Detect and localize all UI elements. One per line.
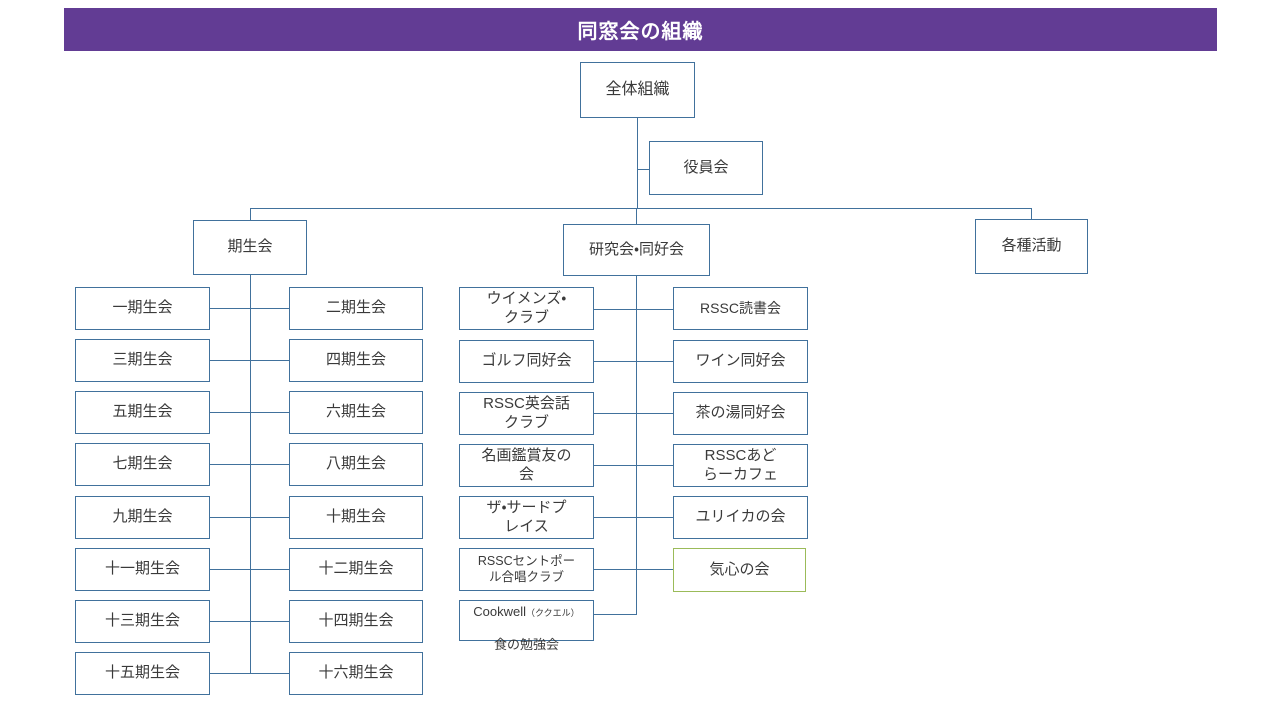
org-node-ki-3: 三期生会: [75, 339, 210, 382]
org-node-ki-8: 八期生会: [289, 443, 423, 486]
org-node-ki-10: 十期生会: [289, 496, 423, 539]
org-node-choir: RSSCセントポー ル合唱クラブ: [459, 548, 594, 591]
org-node-kishin: 気心の会: [673, 548, 806, 592]
connector-kenkyukai-row5: [594, 517, 673, 518]
org-node-cookwell: Cookwell（ククエル） 食の勉強会: [459, 600, 594, 652]
org-node-ki-14: 十四期生会: [289, 600, 423, 643]
org-node-kiseikai: 期生会: [193, 220, 307, 275]
connector-drop-kiseikai: [250, 208, 251, 220]
org-node-board: 役員会: [649, 141, 763, 195]
connector-kiseikai-row6: [210, 569, 289, 570]
connector-kenkyukai-row2: [594, 361, 673, 362]
connector-kiseikai-trunk: [250, 275, 251, 674]
connector-kenkyukai-row6: [594, 569, 673, 570]
org-node-ki-13: 十三期生会: [75, 600, 210, 643]
connector-kiseikai-row8: [210, 673, 289, 674]
org-node-third-place: ザ・サードプ レイス: [459, 496, 594, 539]
connector-kiseikai-row4: [210, 464, 289, 465]
org-node-overall: 全体組織: [580, 62, 695, 118]
connector-board-stub: [637, 169, 649, 170]
connector-kenkyukai-row3: [594, 413, 673, 414]
slide-title-bar: 同窓会の組織: [64, 8, 1217, 51]
org-node-ki-1: 一期生会: [75, 287, 210, 330]
connector-kiseikai-row5: [210, 517, 289, 518]
connector-drop-katsudo: [1031, 208, 1032, 219]
org-node-ki-16: 十六期生会: [289, 652, 423, 695]
org-node-ki-6: 六期生会: [289, 391, 423, 434]
connector-kiseikai-row3: [210, 412, 289, 413]
org-node-katsudo: 各種活動: [975, 219, 1088, 274]
connector-kiseikai-row1: [210, 308, 289, 309]
connector-drop-kenkyukai: [636, 208, 637, 224]
connector-main-horizontal: [250, 208, 1032, 209]
cookwell-name: Cookwell: [473, 604, 527, 620]
cookwell-line2: 食の勉強会: [493, 636, 559, 652]
org-node-ki-5: 五期生会: [75, 391, 210, 434]
connector-cookwell: [594, 614, 637, 615]
org-node-eureka: ユリイカの会: [673, 496, 808, 539]
connector-kenkyukai-trunk: [636, 276, 637, 615]
connector-root-vertical: [637, 118, 638, 208]
org-node-ki-4: 四期生会: [289, 339, 423, 382]
org-node-eikaiwa: RSSC英会話 クラブ: [459, 392, 594, 435]
org-node-adler: RSSCあど らーカフェ: [673, 444, 808, 487]
org-node-ki-11: 十一期生会: [75, 548, 210, 591]
org-node-kenkyukai: 研究会・同好会: [563, 224, 710, 276]
org-node-womens-club: ウイメンズ・ クラブ: [459, 287, 594, 330]
org-node-dokusho: RSSC読書会: [673, 287, 808, 330]
org-node-wine: ワイン同好会: [673, 340, 808, 383]
cookwell-kana: （ククエル）: [526, 608, 580, 619]
org-node-ki-2: 二期生会: [289, 287, 423, 330]
connector-kenkyukai-row4: [594, 465, 673, 466]
org-node-ki-7: 七期生会: [75, 443, 210, 486]
org-node-ki-15: 十五期生会: [75, 652, 210, 695]
org-node-meiga: 名画鑑賞友の 会: [459, 444, 594, 487]
org-node-ki-9: 九期生会: [75, 496, 210, 539]
org-node-chanoyu: 茶の湯同好会: [673, 392, 808, 435]
org-node-golf: ゴルフ同好会: [459, 340, 594, 383]
connector-kenkyukai-row1: [594, 309, 673, 310]
org-node-ki-12: 十二期生会: [289, 548, 423, 591]
slide-title: 同窓会の組織: [577, 21, 704, 43]
connector-kiseikai-row7: [210, 621, 289, 622]
connector-kiseikai-row2: [210, 360, 289, 361]
